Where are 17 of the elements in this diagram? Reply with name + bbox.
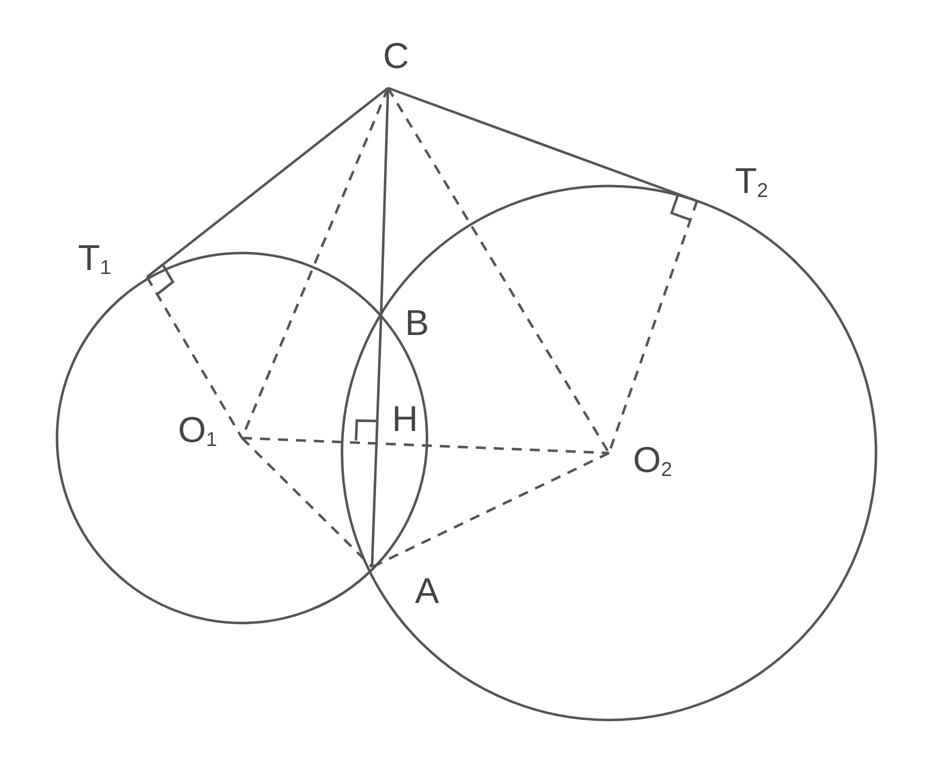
line-segment <box>388 86 698 202</box>
line-segment <box>370 318 382 568</box>
point-label: T$_{2}$ <box>697 163 768 201</box>
point-label: B <box>381 305 429 341</box>
point-label: H <box>392 401 418 437</box>
line-segment <box>380 88 390 318</box>
point-label: O$_{2}$ <box>609 442 672 478</box>
point-label: T$_{1}$ <box>78 240 147 277</box>
dashed-line <box>241 437 373 568</box>
line-segment <box>146 87 389 278</box>
point-label: C <box>383 38 409 88</box>
dashed-line <box>386 87 610 454</box>
point-label: O$_{1}$ <box>178 412 242 448</box>
dashed-line <box>242 436 610 454</box>
dashed-line <box>146 276 244 439</box>
point-label: A <box>372 567 439 609</box>
dashed-line <box>371 452 610 568</box>
